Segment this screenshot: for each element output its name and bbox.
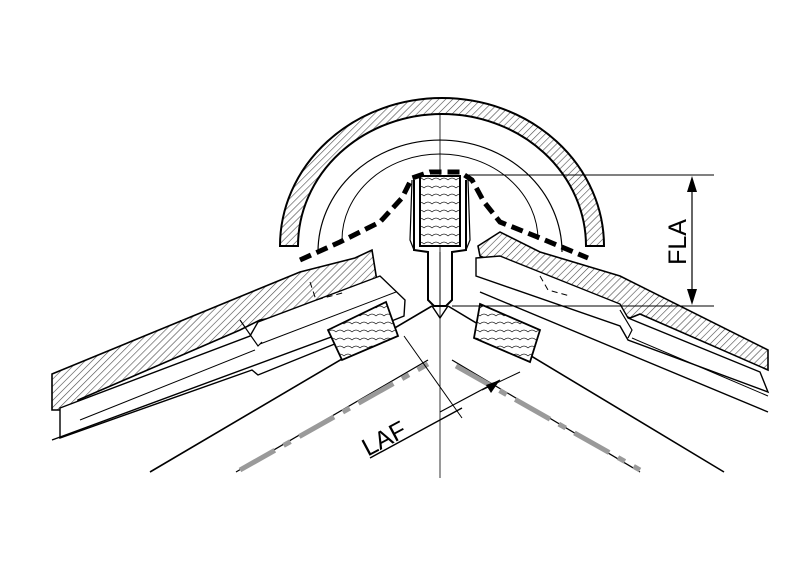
right-roof-slope [447,231,770,473]
ridge-membrane [298,169,589,263]
left-batten [326,300,400,362]
ridge-board-assembly [413,175,467,320]
fla-dimension [452,174,714,307]
laf-label: LAF [357,416,411,462]
ridge-cap-tile [278,97,606,253]
laf-dimension [369,335,521,459]
right-batten [472,302,542,364]
fla-label: FLA [664,219,692,265]
left-roof-slope [51,232,433,473]
